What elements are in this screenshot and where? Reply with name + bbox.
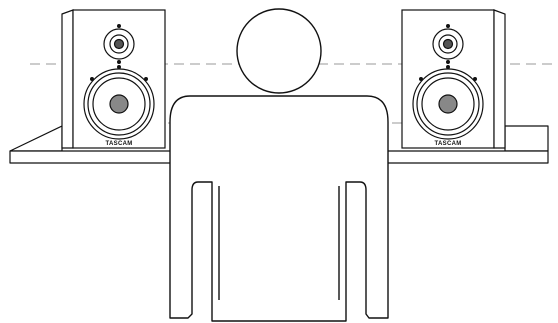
left-speaker-brand: TASCAM [105, 141, 132, 147]
desk-right-top [504, 125, 549, 152]
right-speaker-side [493, 9, 506, 149]
desk-right-front [369, 150, 549, 164]
right-tweeter [432, 24, 464, 64]
listener-body [169, 95, 389, 322]
desk-left-slant [9, 125, 63, 152]
left-tweeter [103, 24, 135, 64]
left-speaker-side [61, 9, 74, 149]
right-speaker: TASCAM [401, 9, 506, 149]
right-speaker-brand: TASCAM [434, 141, 461, 147]
desk [9, 125, 549, 164]
listener-head [236, 8, 322, 94]
listener-arm-lines [218, 186, 340, 300]
left-speaker: TASCAM [61, 9, 166, 149]
left-woofer [83, 64, 155, 140]
desk-left-front [9, 150, 191, 164]
right-woofer [412, 64, 484, 140]
listener [169, 8, 389, 322]
